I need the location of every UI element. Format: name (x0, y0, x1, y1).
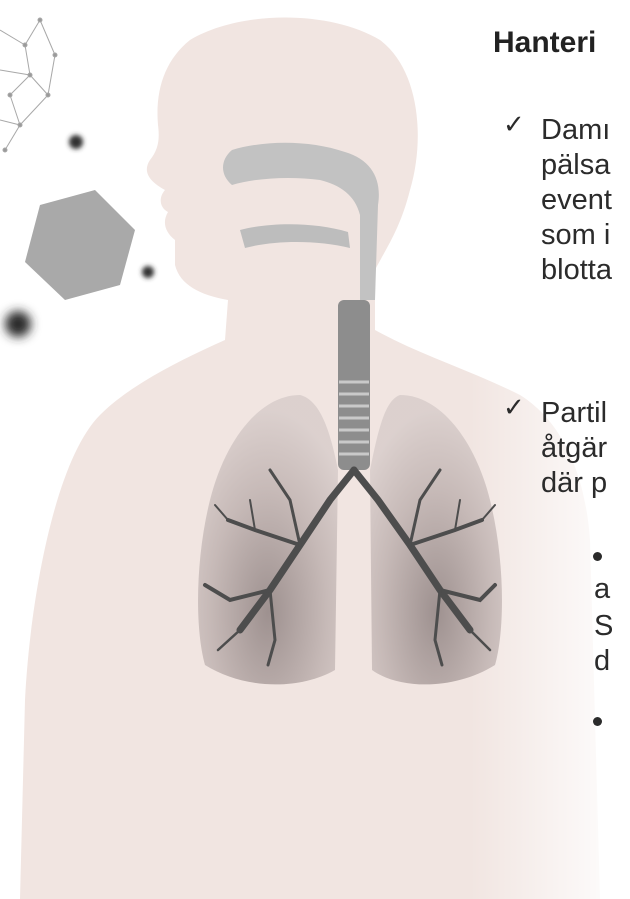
bullet-1-line: pälsa (541, 148, 612, 183)
particle (142, 266, 154, 278)
bullet-1-line: event (541, 183, 612, 218)
molecule-network-icon (0, 18, 57, 152)
particle (69, 135, 83, 149)
bullet-2-line: där p (541, 466, 607, 501)
bullet-2-line: Partil (541, 396, 607, 431)
bullet-dot-icon (593, 717, 602, 726)
bullet-dot-icon (593, 552, 602, 561)
sub-bullet-fragment: d (594, 645, 610, 678)
bullet-2: Partil åtgär där p (541, 396, 607, 501)
bullet-2-line: åtgär (541, 431, 607, 466)
trachea (338, 300, 370, 470)
checkmark-icon: ✓ (503, 110, 525, 140)
hexagon-particle (25, 190, 135, 300)
particle (5, 311, 31, 337)
checkmark-icon: ✓ (503, 393, 525, 423)
slide-heading: Hanteri (493, 26, 596, 60)
sub-bullet-fragment: a (594, 573, 610, 606)
bullet-1: Damı pälsa event som i blotta (541, 113, 612, 288)
sub-bullet-fragment: S (594, 610, 613, 643)
bullet-1-line: Damı (541, 113, 612, 148)
bullet-1-line: som i (541, 218, 612, 253)
bullet-1-line: blotta (541, 253, 612, 288)
